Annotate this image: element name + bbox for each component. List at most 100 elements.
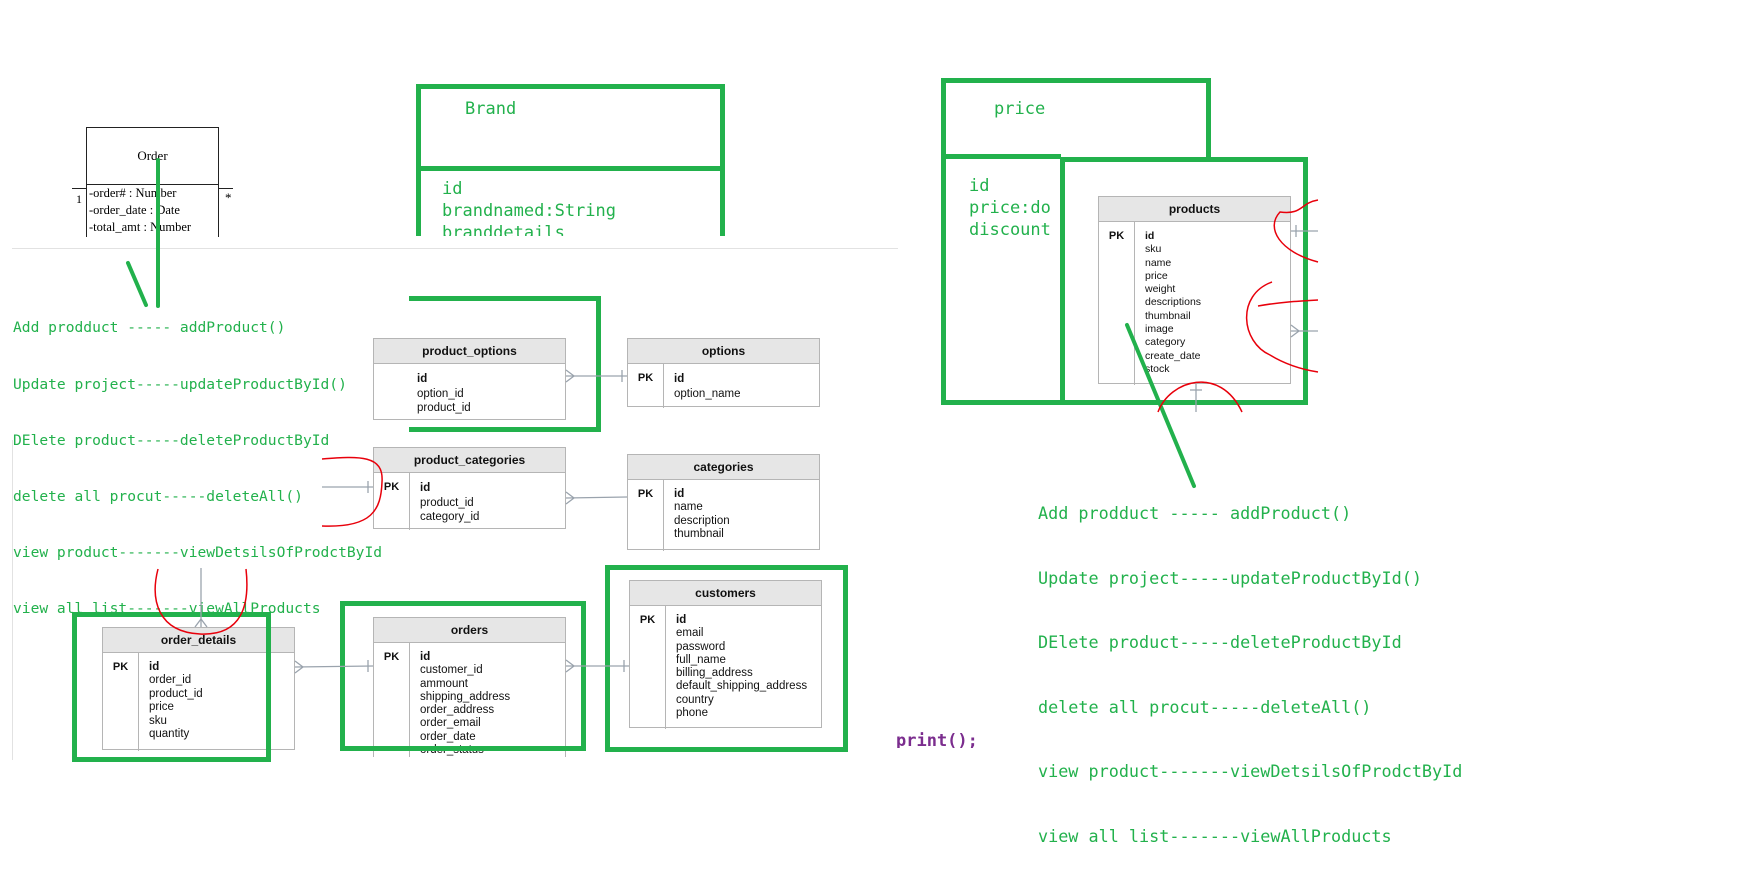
price-field: price:do bbox=[969, 198, 1051, 218]
table-field: id bbox=[1145, 230, 1155, 242]
table-field: order_id bbox=[149, 674, 192, 687]
table-field: id bbox=[417, 373, 428, 385]
table-field: id bbox=[149, 661, 160, 673]
options-table: options PK id option_name bbox=[627, 338, 820, 408]
order-details-fields: id order_id product_id price sku quantit… bbox=[103, 653, 294, 741]
orders-fields: id customer_id ammount shipping_address … bbox=[374, 643, 565, 757]
order-details-table: order_details PK id order_id product_id … bbox=[102, 627, 295, 751]
pk-label: PK bbox=[628, 480, 664, 551]
options-fields: id option_name bbox=[628, 364, 819, 401]
table-field: order_date bbox=[420, 730, 476, 743]
table-field: name bbox=[674, 501, 703, 514]
code-fragment: print(); bbox=[896, 731, 978, 748]
table-field: billing_address bbox=[676, 667, 753, 680]
options-table-header: options bbox=[628, 339, 819, 364]
crud-note: DElete product-----deleteProductById bbox=[13, 431, 330, 449]
annotation-arrow bbox=[126, 261, 148, 307]
orders-table: orders PK id customer_id ammount shippin… bbox=[373, 617, 566, 757]
table-field: phone bbox=[676, 707, 708, 720]
table-field: sku bbox=[1145, 243, 1162, 256]
order-uml-field: -total_amt : Number bbox=[89, 220, 192, 234]
price-field: id bbox=[969, 176, 990, 196]
orders-table-header: orders bbox=[374, 618, 565, 643]
product-options-fields: id option_id product_id bbox=[374, 364, 565, 416]
product-options-table-header: product_options bbox=[374, 339, 565, 364]
brand-field: brandnamed:String bbox=[442, 201, 616, 221]
crud-note: view product-------viewDetsilsOfProdctBy… bbox=[13, 543, 383, 561]
products-table-header: products bbox=[1099, 197, 1290, 222]
table-field: price bbox=[1145, 269, 1168, 282]
annotation-frame bbox=[340, 601, 586, 751]
red-marker-stroke bbox=[1273, 199, 1319, 263]
table-field: password bbox=[676, 640, 726, 653]
table-field: id bbox=[676, 614, 687, 626]
table-field: option_id bbox=[417, 387, 464, 400]
crowfoot-marker bbox=[565, 491, 576, 505]
brand-field: branddetails bbox=[442, 223, 565, 236]
table-field: ammount bbox=[420, 677, 468, 690]
product-categories-fields: id product_id category_id bbox=[374, 473, 565, 525]
categories-table: categories PK id name description thumbn… bbox=[627, 454, 820, 551]
table-field: product_id bbox=[417, 402, 471, 415]
table-field: sku bbox=[149, 714, 167, 727]
red-marker-stroke bbox=[1245, 281, 1319, 373]
table-field: product_id bbox=[420, 496, 474, 509]
snippet-top-border bbox=[12, 248, 898, 249]
table-field: id bbox=[674, 488, 685, 500]
price-title: price bbox=[994, 99, 1046, 119]
table-field: price bbox=[149, 701, 174, 714]
table-field: option_name bbox=[674, 387, 741, 400]
table-field: thumbnail bbox=[1145, 309, 1191, 322]
product-categories-table-header: product_categories bbox=[374, 448, 565, 473]
pk-label: PK bbox=[630, 606, 666, 729]
table-field: thumbnail bbox=[674, 528, 724, 541]
categories-fields: id name description thumbnail bbox=[628, 480, 819, 542]
table-field: id bbox=[420, 651, 431, 663]
crud-note: DElete product-----deleteProductById bbox=[1038, 632, 1402, 652]
product-options-table: product_options id option_id product_id bbox=[373, 338, 566, 420]
relation-line bbox=[294, 665, 374, 668]
price-class-box bbox=[941, 78, 1211, 158]
table-field: order_email bbox=[420, 717, 481, 730]
pk-label: PK bbox=[1099, 222, 1135, 385]
brand-field: id bbox=[442, 179, 463, 199]
brand-fields-box: id brandnamed:String branddetails bbox=[416, 166, 725, 236]
table-field: product_id bbox=[149, 687, 203, 700]
diagram-overlay bbox=[126, 158, 1319, 674]
table-field: descriptions bbox=[1145, 296, 1202, 309]
table-field: shipping_address bbox=[420, 690, 511, 703]
crowfoot-marker bbox=[294, 660, 305, 674]
order-uml-title: Order bbox=[87, 128, 218, 185]
crowfoot-marker bbox=[565, 369, 576, 383]
categories-table-header: categories bbox=[628, 455, 819, 480]
annotation-frame bbox=[409, 296, 601, 432]
crowfoot-marker bbox=[1290, 324, 1301, 338]
table-field: image bbox=[1145, 323, 1174, 336]
pk-label: PK bbox=[628, 364, 664, 408]
crud-note: delete all procut-----deleteAll() bbox=[13, 487, 303, 505]
crud-note: Add prodduct ----- addProduct() bbox=[1038, 503, 1352, 523]
customers-fields: id email password full_name billing_addr… bbox=[630, 606, 821, 720]
products-fields: id sku name price weight descriptions th… bbox=[1099, 222, 1290, 376]
annotation-frame bbox=[605, 565, 848, 752]
annotation-frame bbox=[1060, 157, 1308, 405]
table-field: full_name bbox=[676, 653, 726, 666]
pk-label: PK bbox=[103, 653, 139, 751]
crud-note: view product-------viewDetsilsOfProdctBy… bbox=[1038, 761, 1463, 781]
customers-table-header: customers bbox=[630, 581, 821, 606]
crowfoot-marker bbox=[565, 659, 576, 673]
table-field: default_shipping_address bbox=[676, 680, 808, 693]
table-field: customer_id bbox=[420, 664, 483, 677]
table-field: id bbox=[420, 482, 431, 494]
table-field: quantity bbox=[149, 728, 190, 741]
table-field: category bbox=[1145, 336, 1186, 349]
relation-line bbox=[565, 496, 628, 499]
red-marker-stroke bbox=[1157, 381, 1243, 413]
table-field: country bbox=[676, 693, 714, 706]
product-categories-table: product_categories PK id product_id cate… bbox=[373, 447, 566, 530]
table-field: description bbox=[674, 514, 730, 527]
brand-class-box bbox=[416, 84, 725, 171]
order-uml-multiplicity-right: * bbox=[225, 190, 232, 205]
crowfoot-marker bbox=[194, 617, 208, 628]
table-field: weight bbox=[1145, 283, 1176, 296]
